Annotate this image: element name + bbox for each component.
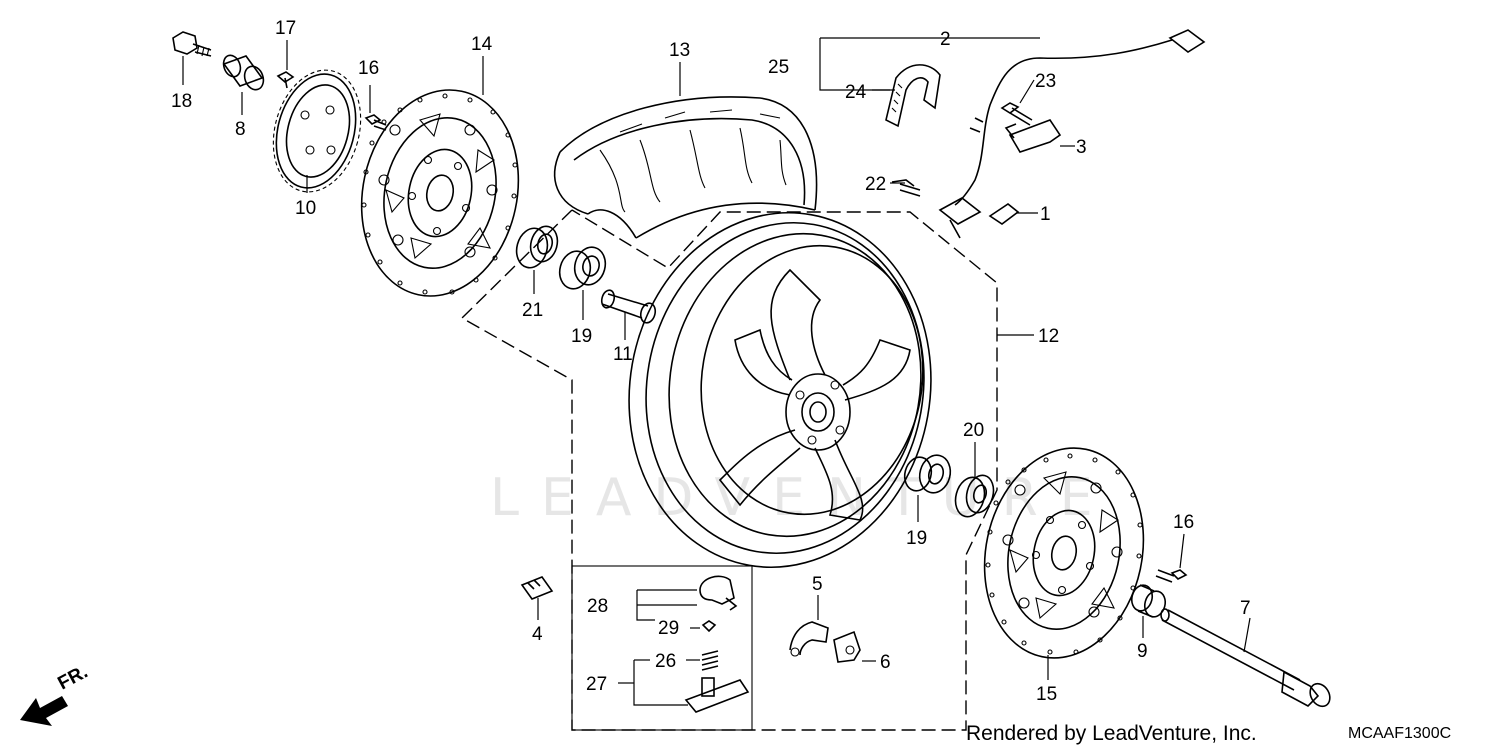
dust-seal-21[interactable] <box>512 223 561 271</box>
balance-weight-4[interactable] <box>520 576 554 600</box>
collar-bolt-18[interactable] <box>172 31 212 57</box>
disc-bolt-16-lower[interactable] <box>1155 569 1188 583</box>
callout-6: 6 <box>880 652 891 673</box>
bearing-19-upper[interactable] <box>556 244 610 292</box>
disc-bolt-16-upper[interactable] <box>364 114 387 131</box>
rendered-by-credit: Rendered by LeadVenture, Inc. <box>966 722 1257 745</box>
wheel-speed-sensor-2[interactable] <box>938 29 1206 239</box>
callout-15: 15 <box>1036 684 1057 705</box>
stay-1[interactable] <box>988 203 1020 225</box>
callout-1: 1 <box>1040 204 1051 225</box>
callout-10: 10 <box>295 198 316 219</box>
callout-22: 22 <box>865 174 886 195</box>
pulser-ring-10[interactable] <box>260 60 373 202</box>
callout-2: 2 <box>940 29 951 50</box>
side-collar-9[interactable] <box>1129 583 1168 619</box>
valve-group-box <box>571 565 753 731</box>
callout-16b: 16 <box>1173 512 1194 533</box>
front-axle-7[interactable] <box>1160 608 1334 710</box>
distance-bushing-11[interactable] <box>600 289 657 325</box>
hose-clamp-6[interactable] <box>833 630 861 663</box>
disc-vent-holes-right <box>985 453 1143 655</box>
dust-seal-20[interactable] <box>951 472 997 520</box>
callout-3: 3 <box>1076 137 1087 158</box>
callout-26: 26 <box>655 651 676 672</box>
callout-7: 7 <box>1240 598 1251 619</box>
callout-25: 25 <box>768 57 789 78</box>
callout-27: 27 <box>586 674 607 695</box>
callout-29: 29 <box>658 618 679 639</box>
front-label: FR. <box>54 662 91 695</box>
disc-vent-holes <box>361 93 518 295</box>
callout-12: 12 <box>1038 326 1059 347</box>
callout-8: 8 <box>235 119 246 140</box>
wheel-assembly-12[interactable] <box>601 189 958 592</box>
callout-14: 14 <box>471 34 493 55</box>
left-brake-disc-14[interactable] <box>343 75 537 310</box>
sensor-hose-5[interactable] <box>789 621 829 657</box>
callout-4: 4 <box>532 624 543 645</box>
sensor-bracket-3[interactable] <box>1004 119 1062 153</box>
watermark: LEADVENTURE <box>490 468 1115 528</box>
callout-18: 18 <box>171 91 192 112</box>
distance-collar-8[interactable] <box>221 53 267 92</box>
valve-set-27[interactable] <box>684 677 750 713</box>
callout-21: 21 <box>522 300 543 321</box>
bearing-19-lower[interactable] <box>901 452 954 496</box>
pulser-bolt-17[interactable] <box>276 71 295 89</box>
air-valve-28[interactable] <box>699 575 738 611</box>
callout-23: 23 <box>1035 71 1056 92</box>
sensor-bolt-22[interactable] <box>891 179 921 197</box>
right-brake-disc-15[interactable] <box>966 433 1163 673</box>
callout-19b: 19 <box>906 528 927 549</box>
callout-11: 11 <box>613 344 633 365</box>
callouts: 1 2 3 4 5 6 7 8 9 10 11 12 13 14 15 16 1… <box>171 18 1251 705</box>
callout-20: 20 <box>963 420 984 441</box>
wire-clip-24[interactable] <box>885 64 941 128</box>
tire-13[interactable] <box>553 96 818 239</box>
bracket-bolt-23[interactable] <box>1000 102 1033 126</box>
front-direction-arrow-icon <box>20 696 68 726</box>
valve-spring-26[interactable] <box>701 650 719 671</box>
callout-9: 9 <box>1137 641 1148 662</box>
callout-16a: 16 <box>358 58 379 79</box>
diagram-code: MCAAF1300C <box>1348 725 1451 742</box>
assembly-outline <box>460 209 998 731</box>
callout-13: 13 <box>669 40 690 61</box>
valve-cap-29[interactable] <box>701 620 717 633</box>
callout-19a: 19 <box>571 326 592 347</box>
callout-28: 28 <box>587 596 608 617</box>
callout-5: 5 <box>812 574 823 595</box>
callout-24: 24 <box>845 82 867 103</box>
callout-17: 17 <box>275 18 296 39</box>
